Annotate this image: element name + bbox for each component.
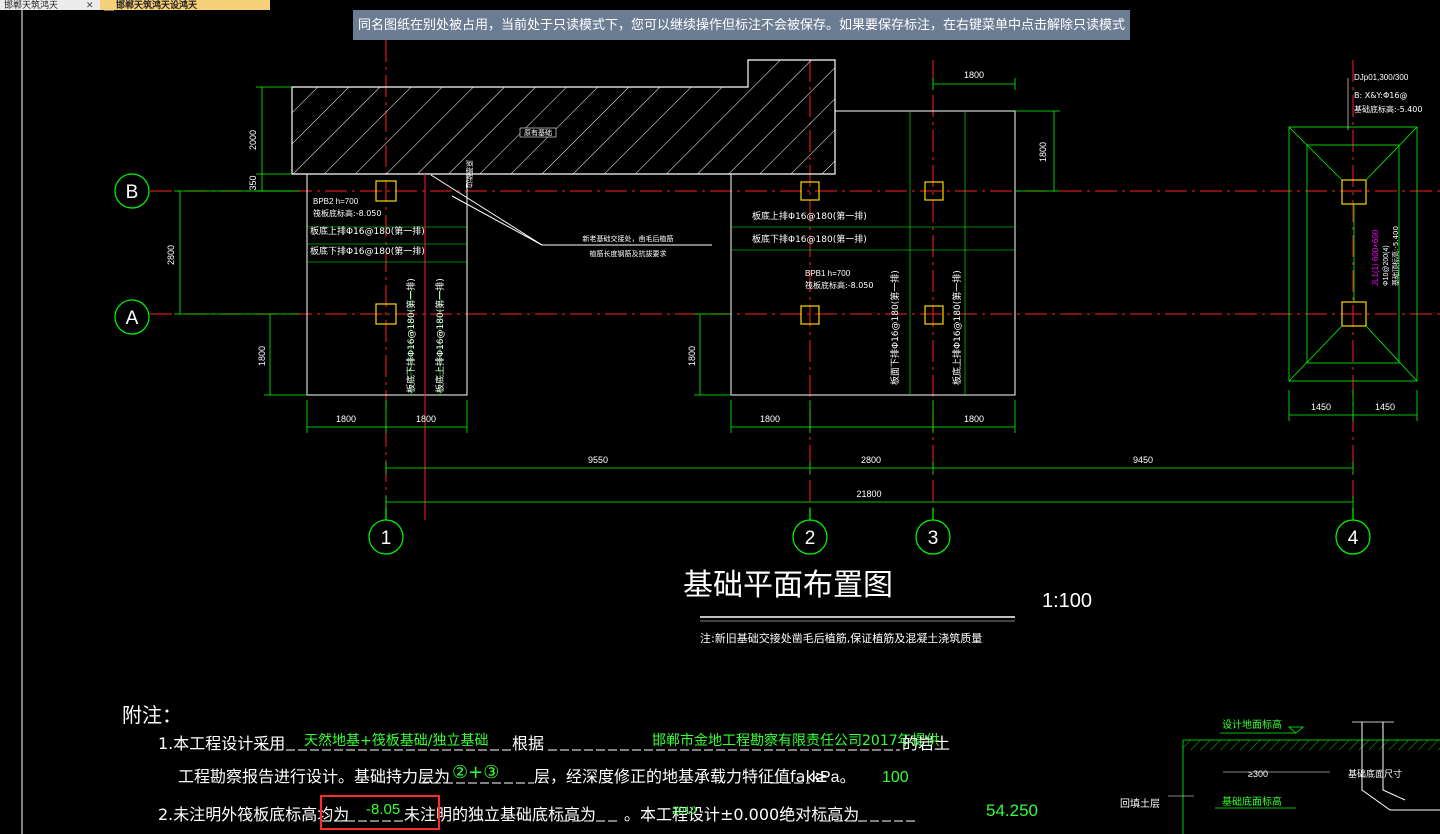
dim-mid-1800: 1800: [687, 346, 697, 366]
dim-b2-1800a: 1800: [336, 414, 356, 424]
drawing-title: 基础平面布置图: [683, 568, 893, 603]
column-3a[interactable]: [924, 305, 944, 325]
axis-label-b: B: [126, 182, 139, 203]
dim-col4-1450a: 1450: [1311, 402, 1331, 412]
note-3-mid2: 。本工程设计±0.000绝对标高为: [624, 805, 859, 824]
note-1-prefix: 1.本工程设计采用: [158, 734, 285, 753]
dim-total-21800: 21800: [856, 489, 881, 499]
bpb2-bottom-rebar: 板底下排Φ16@180(第一排): [310, 245, 425, 257]
tab-1-label: 邯郸天筑鸿天: [4, 0, 59, 10]
drawing-scale: 1:100: [1042, 590, 1092, 612]
footing-4[interactable]: [1288, 126, 1418, 382]
foundation-section-detail: 设计地面标高 ≥300 基础底面尺寸 回填土层 基础底面标高: [1120, 718, 1440, 834]
bpb2-elevation: 筏板底标高:-8.050: [313, 208, 381, 218]
detail-base-size: 基础底面尺寸: [1348, 768, 1402, 780]
column-1b[interactable]: [375, 180, 397, 202]
dim-col4-1450b: 1450: [1375, 402, 1395, 412]
drawing-note: 注:新旧基础交接处凿毛后植筋,保证植筋及混凝土浇筑质量: [700, 631, 982, 645]
note-2-fill-fak: 100: [882, 769, 909, 786]
document-tab-bar: 邯郸天筑鸿天 ✕ 邯郸天筑鸿天设鸿天: [0, 0, 300, 11]
bpb2-vertical-rebar-2: 板底上排Φ16@180(第一排): [434, 278, 446, 393]
tab-drawing-2[interactable]: 邯郸天筑鸿天设鸿天: [100, 0, 270, 10]
bpb1-title: BPB1 h=700: [805, 269, 851, 278]
bpb1-bottom-rebar: 板底下排Φ16@180(第一排): [752, 233, 867, 245]
dim-top-1800: 1800: [964, 70, 984, 80]
notes-heading: 附注：: [122, 703, 182, 727]
dim-left-1800: 1800: [257, 346, 267, 366]
readonly-banner: 同名图纸在别处被占用，当前处于只读模式下，您可以继续操作但标注不会被保存。如果要…: [353, 10, 1130, 40]
bpb2-top-rebar: 板底上排Φ16@180(第一排): [310, 225, 425, 237]
columns[interactable]: [375, 179, 1367, 327]
bpb1-vertical-rebar-2: 板底上排Φ16@180(第一排): [951, 270, 963, 385]
footing-beam-label: JL1(1) 600×600: [1371, 229, 1380, 286]
note-3-prefix: 2.未注明外筏板底标高均为: [158, 805, 349, 824]
footing-info-2: B: X&Y:Φ16@: [1354, 91, 1407, 100]
note-2-suffix: kPa。: [812, 769, 856, 786]
column-1a[interactable]: [375, 303, 397, 325]
bpb1-elevation: 筏板底标高:-8.050: [805, 280, 873, 290]
bpb2-vertical-rebar-1: 板底下排Φ16@180(第一排): [405, 278, 417, 393]
axis-bubbles: [114, 173, 1371, 555]
axis-bubble-labels: B A 1 2 3 4: [126, 182, 1359, 549]
joint-note-leader: [430, 174, 712, 246]
joint-note-line-1: 新老基础交接处，凿毛后植筋: [583, 234, 674, 243]
dim-right-1800: 1800: [1038, 142, 1048, 162]
note-3-fill-abs-elev: 54.250: [986, 801, 1038, 820]
note-2-fill-layer: ②+③: [452, 762, 499, 783]
dim-b2-1800b: 1800: [416, 414, 436, 424]
old-base-label: 原有基础: [524, 128, 552, 137]
axis-label-2: 2: [805, 528, 816, 549]
dim-b1-1800a: 1800: [760, 414, 780, 424]
axis-bubble-a[interactable]: [114, 299, 150, 335]
note-2-mid: 层，经深度修正的地基承载力特征值fak≥: [534, 767, 828, 786]
highlight-box[interactable]: [320, 795, 440, 830]
axis-label-a: A: [126, 308, 139, 329]
dim-span-9550: 9550: [588, 455, 608, 465]
footing-info-1: DJp01,300/300: [1354, 73, 1409, 82]
note-1-mid: 根据: [512, 734, 544, 753]
tab-2-label: 邯郸天筑鸿天设鸿天: [116, 0, 198, 10]
column-4b[interactable]: [1341, 179, 1367, 205]
column-2a[interactable]: [800, 305, 820, 325]
note-3-fill-raft-elev: -8.05: [366, 801, 400, 818]
axis-bubble-b[interactable]: [114, 173, 150, 209]
dim-span-9450: 9450: [1133, 455, 1153, 465]
axis-label-1: 1: [381, 528, 392, 549]
detail-base-elev: 基础底面标高: [1222, 795, 1282, 808]
note-3-overlap: 2010: [672, 805, 696, 817]
axis-label-4: 4: [1348, 528, 1359, 549]
bpb2-title: BPB2 h=700: [313, 197, 359, 206]
detail-dim-300: ≥300: [1248, 769, 1268, 779]
axis-label-3: 3: [928, 528, 939, 549]
note-2-prefix: 工程勘察报告进行设计。基础持力层为: [178, 767, 450, 786]
dim-b1-1800b: 1800: [964, 414, 984, 424]
bpb1-vertical-rebar-1: 板面下排Φ16@180(第一排): [889, 270, 901, 385]
old-foundation: 原有基础 原基础边: [291, 59, 836, 188]
old-edge-label: 原基础边: [465, 160, 474, 188]
dim-left-350: 350: [248, 175, 258, 190]
bpb1-top-rebar: 板底上排Φ16@180(第一排): [752, 210, 867, 222]
note-1-fill-company: 邯郸市金地工程勘察有限责任公司2017年提供: [652, 732, 940, 749]
dim-span-2800: 2800: [861, 455, 881, 465]
joint-note-line-2: 植筋长度钢筋及抗拔要求: [590, 249, 667, 258]
dim-left-2800: 2800: [166, 245, 176, 265]
raft-bpb1[interactable]: [730, 110, 1016, 396]
raft-bpb2[interactable]: [306, 174, 468, 520]
detail-backfill: 回填土层: [1120, 797, 1160, 810]
dim-left-2000: 2000: [248, 130, 258, 150]
note-1-suffix: 的岩土: [902, 734, 950, 753]
close-icon[interactable]: ✕: [86, 0, 94, 10]
note-3-mid: 未注明的独立基础底标高为: [404, 805, 596, 824]
column-2b[interactable]: [800, 181, 820, 201]
footing-info-3: 基础底标高:-5.400: [1354, 104, 1422, 114]
detail-design-ground: 设计地面标高: [1222, 718, 1282, 731]
footing-beam-elev: 基础顶标高:-5.400: [1391, 226, 1400, 286]
dimension-lines: [174, 78, 1418, 508]
footing-beam-rebar: Φ10@200(4): [1383, 245, 1390, 286]
dimension-texts: 1800 2000 350 2800 1800 1800 1800 1800 1…: [166, 70, 1395, 499]
note-1-fill-foundation: 天然地基+筏板基础/独立基础: [304, 732, 488, 749]
column-3b[interactable]: [924, 181, 944, 201]
